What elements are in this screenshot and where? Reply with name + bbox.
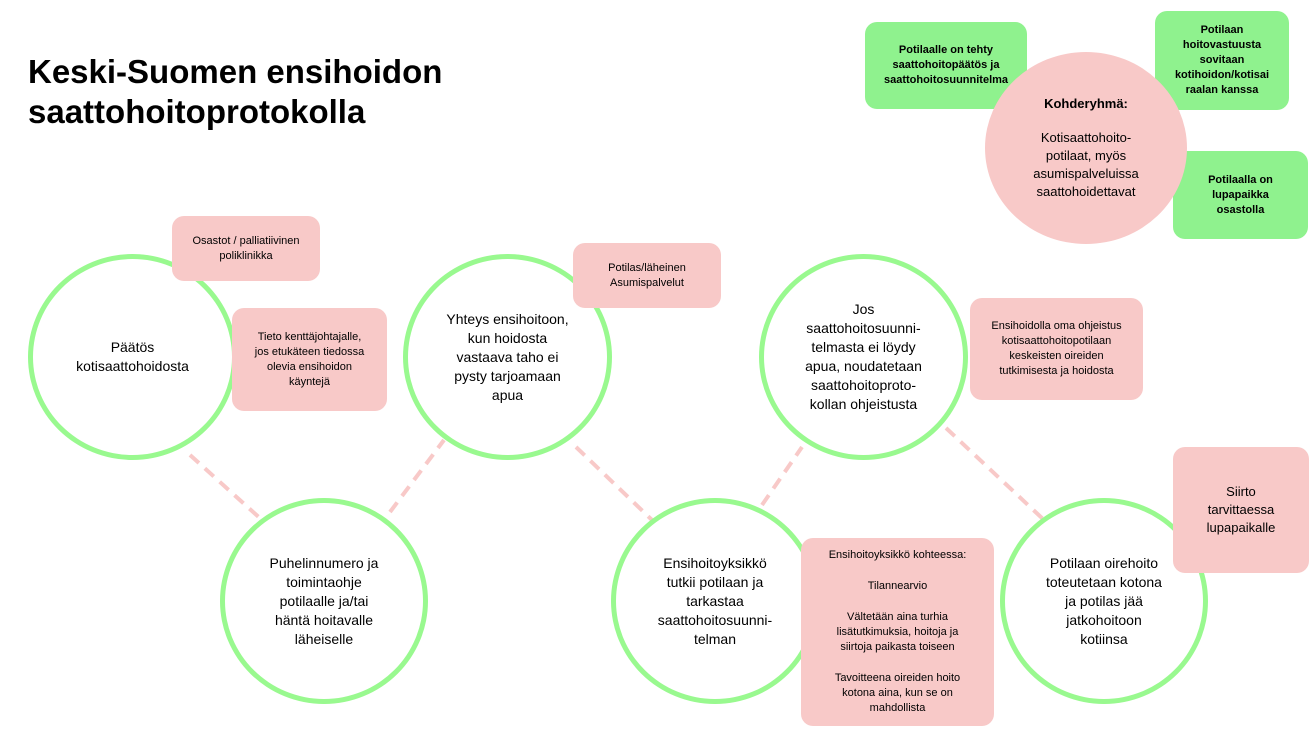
circle-phone-text: Puhelinnumero ja toimintaohje potilaalle… <box>269 554 379 647</box>
care-unit-assessment: Tilannearvio <box>867 580 928 592</box>
box-care-unit-on-site: Ensihoitoyksikkö kohteessa: Tilannearvio… <box>801 538 994 726</box>
circle-decision: Päätös kotisaattohoidosta <box>28 254 237 460</box>
box-instructions: Ensihoidolla oma ohjeistus kotisaattohoi… <box>970 298 1143 400</box>
circle-symptom-text: Potilaan oirehoito toteutetaan kotona ja… <box>1045 554 1162 647</box>
circle-phone: Puhelinnumero ja toimintaohje potilaalle… <box>220 498 428 704</box>
connector-plan-symptom <box>944 426 1046 522</box>
care-unit-avoid: Vältetään aina turhia lisätutkimuksia, h… <box>836 611 959 653</box>
box-wards: Osastot / palliatiivinen poliklinikka <box>172 216 320 281</box>
connector-contact-unit <box>574 445 654 522</box>
target-group: Kohderyhmä: Kotisaattohoito- potilaat, m… <box>985 52 1187 244</box>
connector-unit-plan <box>760 445 804 507</box>
page-title: Keski-Suomen ensihoidon saattohoitoproto… <box>28 52 548 132</box>
box-field-commander-info: Tieto kenttäjohtajalle, jos etukäteen ti… <box>232 308 387 411</box>
circle-contact-text: Yhteys ensihoitoon, kun hoidosta vastaav… <box>446 310 569 403</box>
page-title-line-2: saattohoitoprotokolla <box>28 93 366 130</box>
target-group-heading: Kohderyhmä: <box>1044 96 1128 111</box>
circle-decision-text: Päätös kotisaattohoidosta <box>76 339 189 374</box>
circle-contact: Yhteys ensihoitoon, kun hoidosta vastaav… <box>403 254 612 460</box>
box-decision-made: Potilaalle on tehty saattohoitopäätös ja… <box>865 22 1027 109</box>
connector-decision-phone <box>188 453 264 522</box>
care-unit-goal: Tavoitteena oireiden hoito kotona aina, … <box>834 672 961 714</box>
circle-plan: Jos saattohoitosuunni- telmasta ei löydy… <box>759 254 968 460</box>
page-title-line-1: Keski-Suomen ensihoidon <box>28 53 443 90</box>
circle-unit-text: Ensihoitoyksikkö tutkii potilaan ja tark… <box>657 554 773 647</box>
box-ward-place: Potilaalla on lupapaikka osastolla <box>1173 151 1308 239</box>
connector-phone-contact <box>388 438 446 514</box>
care-unit-heading: Ensihoitoyksikkö kohteessa: <box>828 549 967 561</box>
box-care-responsibility: Potilaan hoitovastuusta sovitaan kotihoi… <box>1155 11 1289 110</box>
box-transfer: Siirto tarvittaessa lupapaikalle <box>1173 447 1309 573</box>
box-patient-relative: Potilas/läheinen Asumispalvelut <box>573 243 721 308</box>
circle-plan-text: Jos saattohoitosuunni- telmasta ei löydy… <box>805 301 922 412</box>
circle-unit: Ensihoitoyksikkö tutkii potilaan ja tark… <box>611 498 819 704</box>
